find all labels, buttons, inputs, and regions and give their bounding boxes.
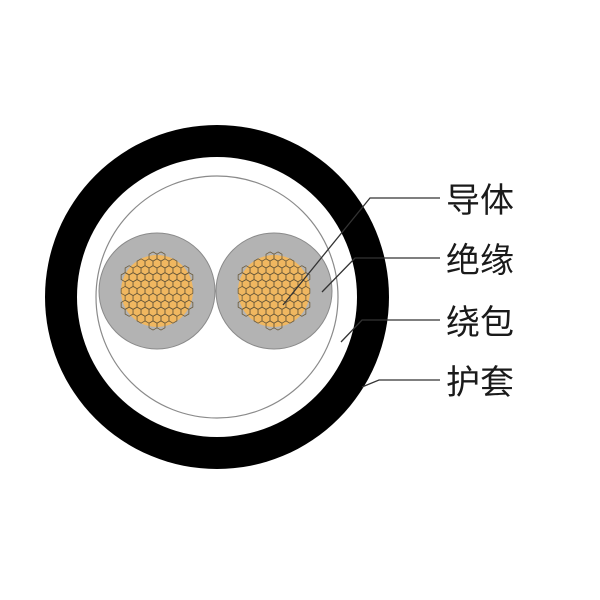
conductor-strand bbox=[168, 313, 178, 324]
conductor-strands-left bbox=[120, 251, 194, 331]
conductor-strands-right bbox=[237, 251, 311, 331]
conductor-strand bbox=[273, 320, 283, 331]
label-wrapping: 绕包 bbox=[446, 303, 514, 343]
label-sheath: 护套 bbox=[446, 363, 514, 403]
conductor-right bbox=[238, 255, 310, 327]
leader-sheath bbox=[361, 379, 440, 388]
conductor-strand bbox=[156, 320, 166, 331]
leader-conductor bbox=[282, 197, 440, 306]
conductor-strand bbox=[297, 306, 307, 317]
leader-insulation bbox=[321, 257, 440, 293]
leader-wrapping bbox=[340, 319, 440, 343]
label-conductor: 导体 bbox=[446, 181, 514, 221]
conductor-left bbox=[121, 255, 193, 327]
conductor-strand bbox=[180, 306, 190, 317]
label-insulation: 绝缘 bbox=[446, 241, 514, 281]
conductor-strand bbox=[285, 313, 295, 324]
inner-filler-outline bbox=[95, 175, 339, 419]
